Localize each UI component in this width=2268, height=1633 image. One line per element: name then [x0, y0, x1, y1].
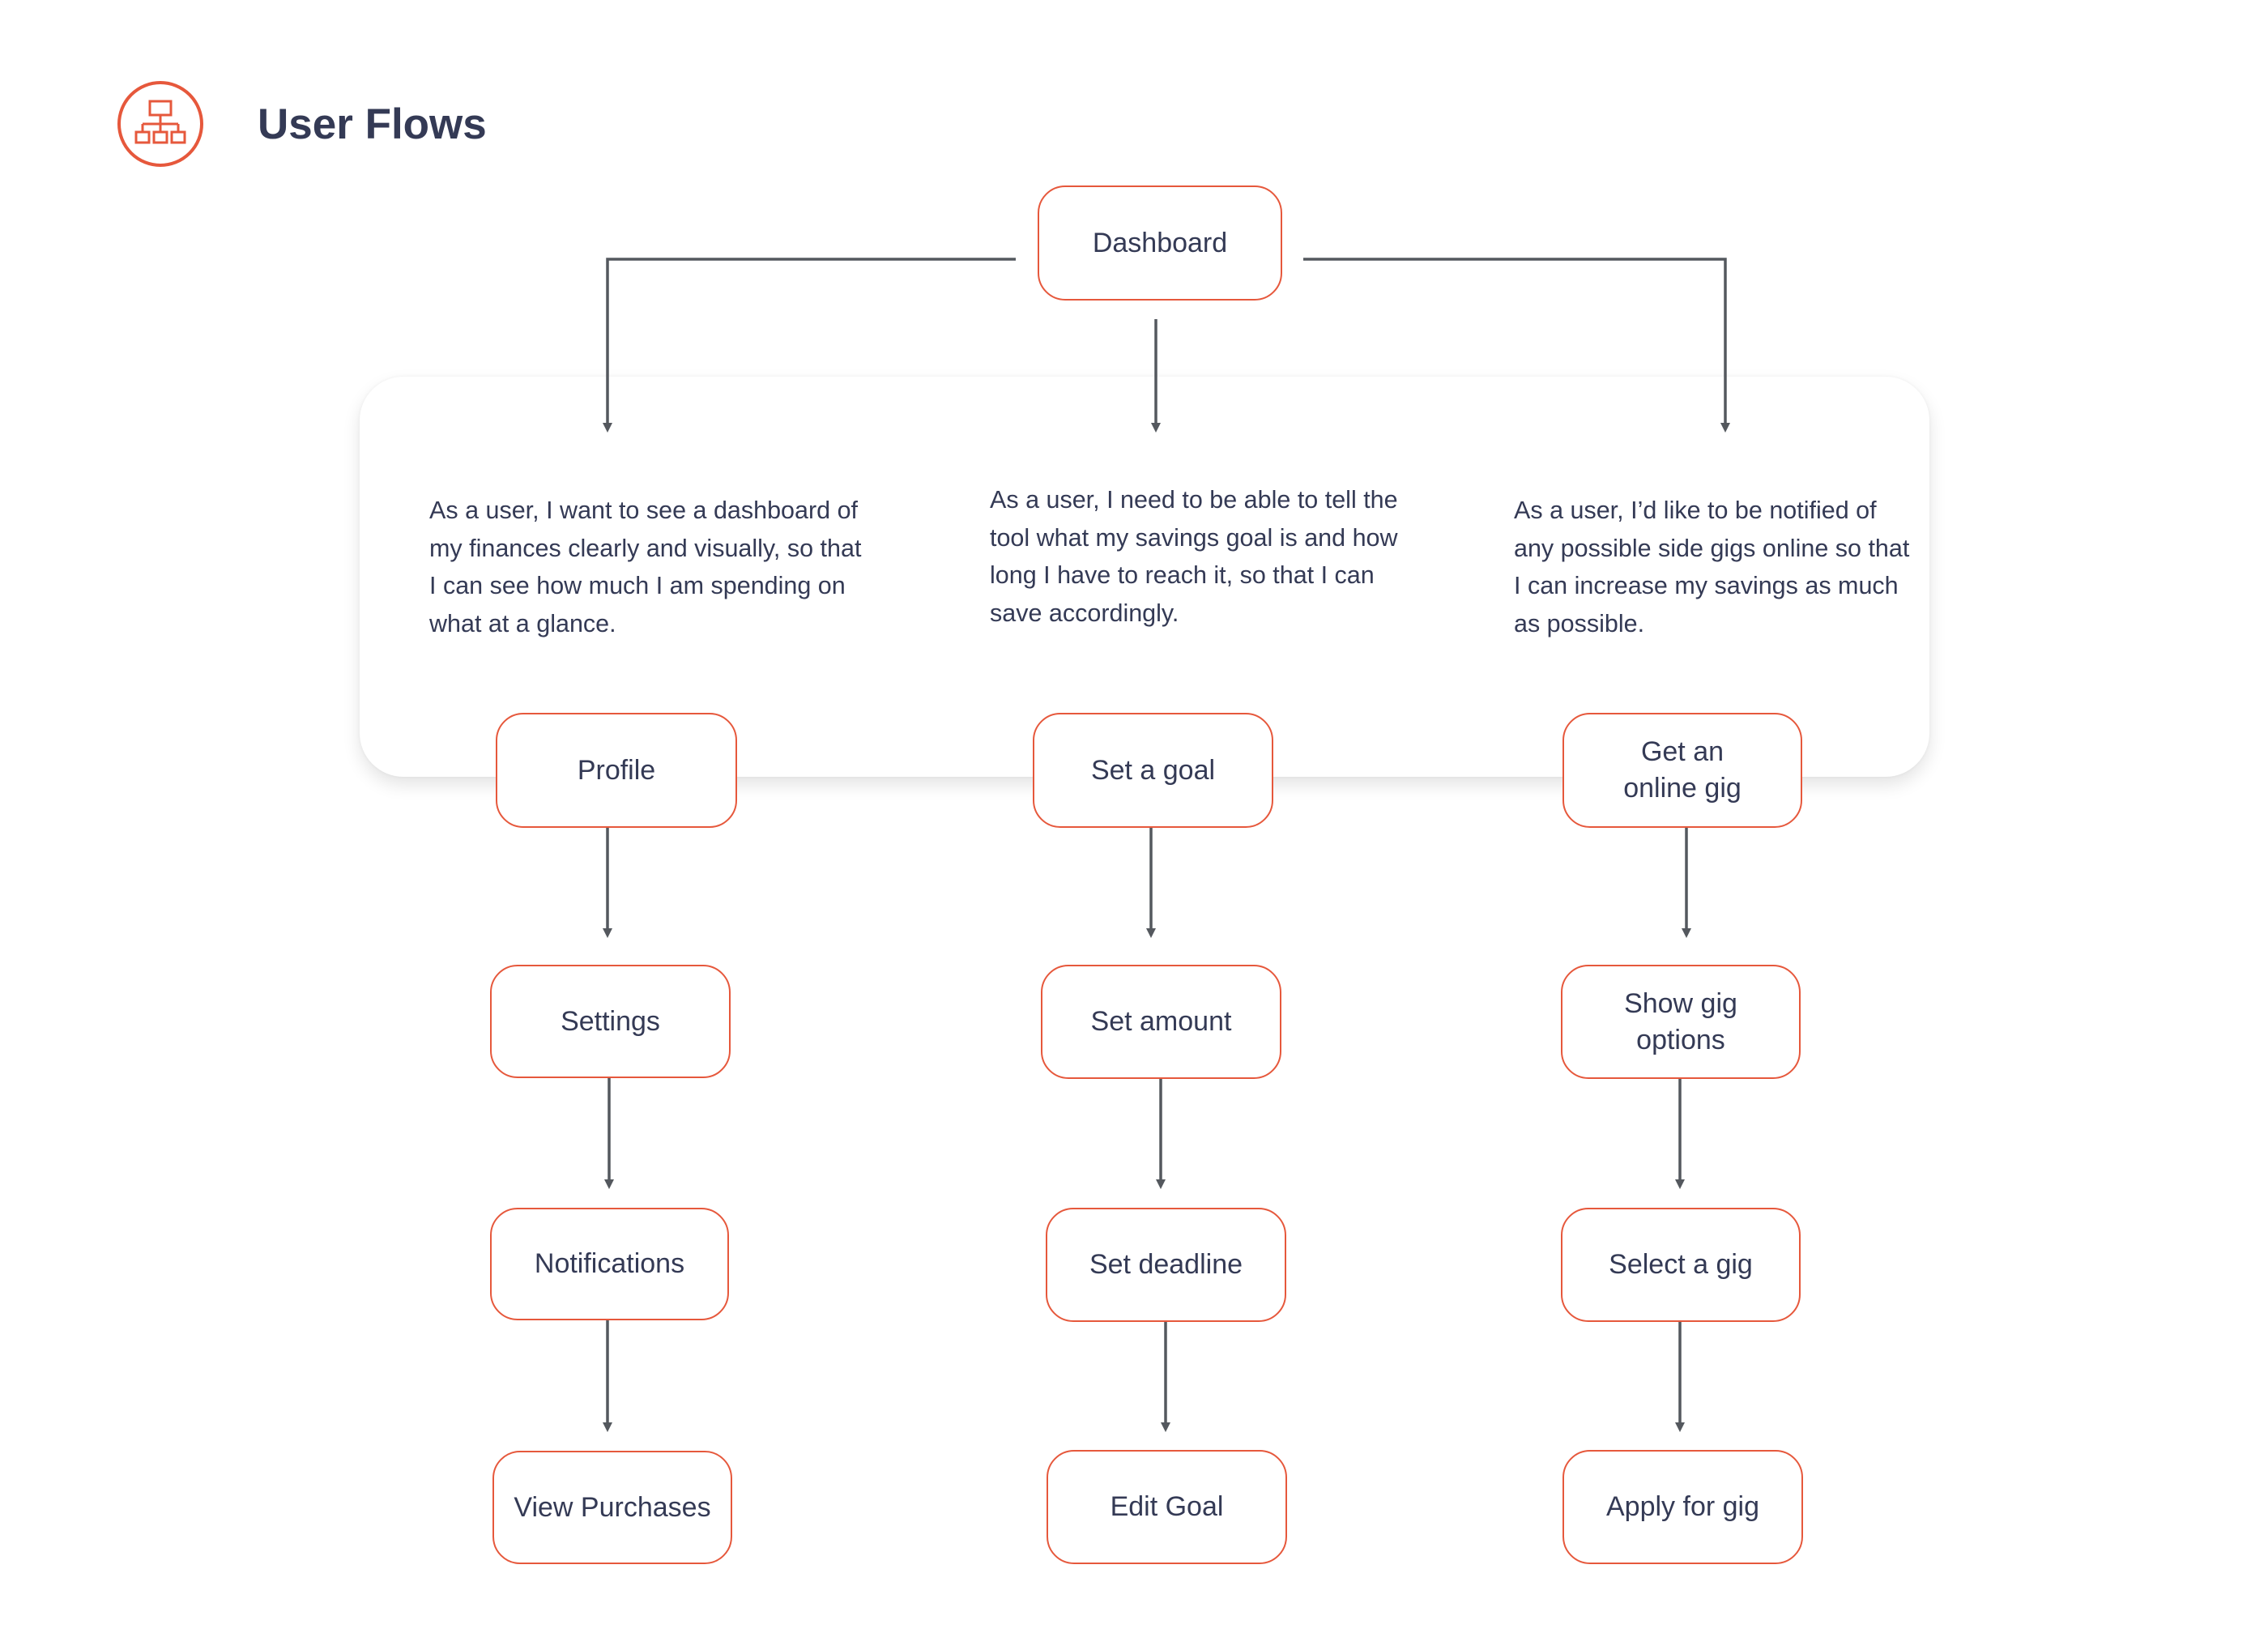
node-settings-label: Settings	[561, 1005, 660, 1037]
node-notifications[interactable]: Notifications	[490, 1208, 729, 1320]
node-edit-goal-label: Edit Goal	[1110, 1491, 1224, 1522]
node-set-a-goal[interactable]: Set a goal	[1033, 713, 1273, 828]
node-show-gig-options-label: Show gig options	[1624, 987, 1737, 1055]
page-title: User Flows	[258, 100, 487, 148]
node-select-a-gig-label: Select a gig	[1609, 1249, 1753, 1280]
node-dashboard-label: Dashboard	[1092, 227, 1228, 258]
node-notifications-label: Notifications	[534, 1248, 685, 1279]
node-profile[interactable]: Profile	[496, 713, 737, 828]
node-set-deadline[interactable]: Set deadline	[1046, 1208, 1286, 1322]
node-set-amount-label: Set amount	[1090, 1006, 1232, 1037]
node-get-online-gig-label: Get an online gig	[1623, 736, 1742, 804]
node-profile-label: Profile	[577, 754, 656, 786]
user-stories-panel	[360, 377, 1929, 777]
user-story-side-gigs: As a user, I’d like to be notified of an…	[1514, 497, 1910, 637]
node-set-amount[interactable]: Set amount	[1041, 965, 1281, 1079]
node-edit-goal[interactable]: Edit Goal	[1047, 1450, 1287, 1564]
node-dashboard[interactable]: Dashboard	[1038, 185, 1282, 301]
node-set-deadline-label: Set deadline	[1089, 1249, 1243, 1280]
sitemap-icon	[117, 81, 203, 167]
user-story-dashboard: As a user, I want to see a dashboard of …	[429, 497, 862, 637]
node-view-purchases[interactable]: View Purchases	[492, 1451, 732, 1564]
node-apply-for-gig[interactable]: Apply for gig	[1562, 1450, 1803, 1564]
node-set-a-goal-label: Set a goal	[1090, 754, 1216, 786]
node-apply-for-gig-label: Apply for gig	[1606, 1491, 1759, 1522]
node-settings[interactable]: Settings	[490, 965, 731, 1078]
node-show-gig-options[interactable]: Show gig options	[1561, 965, 1801, 1079]
user-story-savings-goal: As a user, I need to be able to tell the…	[990, 486, 1398, 627]
node-get-online-gig[interactable]: Get an online gig	[1562, 713, 1802, 828]
node-view-purchases-label: View Purchases	[514, 1491, 711, 1523]
node-select-a-gig[interactable]: Select a gig	[1561, 1208, 1801, 1322]
